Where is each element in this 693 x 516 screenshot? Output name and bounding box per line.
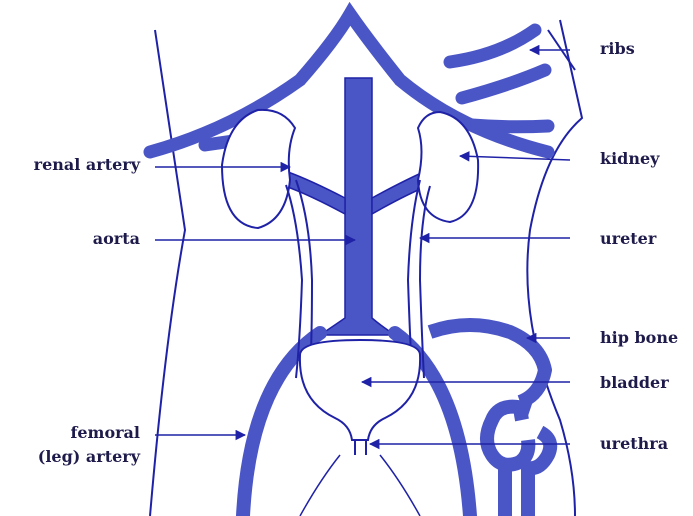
label-femoral: femoral — [0, 422, 140, 444]
rib-2 — [462, 70, 545, 98]
label-leg-artery: (leg) artery — [0, 446, 140, 468]
rib-1 — [450, 30, 535, 62]
label-renal-artery: renal artery — [0, 154, 140, 176]
renal-artery-left — [285, 172, 345, 214]
pelvic-outline — [300, 455, 420, 516]
label-hip-bone: hip bone — [600, 327, 678, 349]
label-aorta: aorta — [0, 228, 140, 250]
body-outline-left — [150, 30, 185, 516]
label-urethra: urethra — [600, 433, 668, 455]
aorta — [285, 78, 432, 335]
label-bladder: bladder — [600, 372, 669, 394]
rib-4 — [472, 125, 548, 127]
label-ureter: ureter — [600, 228, 656, 250]
label-ribs: ribs — [600, 38, 635, 60]
bladder — [300, 340, 420, 440]
pelvis-right — [380, 455, 420, 516]
label-kidney: kidney — [600, 148, 659, 170]
pelvis-left — [300, 455, 340, 516]
urethra — [355, 440, 366, 455]
